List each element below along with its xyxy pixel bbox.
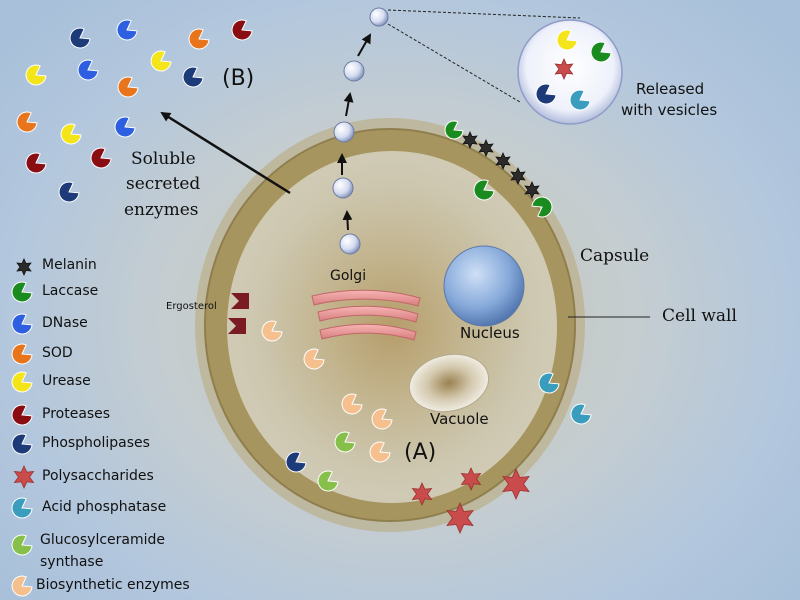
melanin-glyph [524,181,540,199]
protease-glyph [90,147,112,169]
glucosylceramide-synthase-glyph [317,470,339,492]
polysaccharide-glyph [446,502,474,534]
vesicle-chain [332,7,389,255]
cell-wall-label: Cell wall [662,306,737,326]
legend-icon-0 [16,258,32,276]
vesicle-arrow [342,210,353,231]
dnase-glyph [116,19,138,41]
released-label-line1: Released [636,80,705,98]
laccase-glyph [590,41,612,63]
legend-biosynthetic-enzymes: Biosynthetic enzymes [36,577,190,593]
sod-glyph [117,76,139,98]
phospholipase-glyph [69,27,91,49]
secretion-arrow [160,111,291,195]
vesicle-arrow [357,33,371,57]
phospholipase-glyph [535,83,557,105]
soluble-label-line3: enzymes [124,200,199,220]
vesicle [343,60,365,82]
soluble-label-line1: Soluble [131,149,196,169]
biosynthetic-enzyme-glyph [341,393,363,415]
melanin-glyph [462,131,478,149]
legend-polysaccharides: Polysaccharides [42,468,154,484]
golgi-apparatus [311,289,421,341]
legend-laccase: Laccase [42,283,99,299]
vacuole-label: Vacuole [430,410,489,428]
legend-urease: Urease [42,373,91,389]
melanin-glyph [510,167,526,185]
golgi-label: Golgi [330,268,367,284]
label-b: (B) [222,66,255,91]
glucosylceramide-synthase-glyph [334,431,356,453]
laccase-glyph [531,196,553,218]
phospholipase-glyph [58,181,80,203]
vesicle [339,233,361,255]
legend-icon-8 [11,497,33,519]
urease-glyph [25,64,47,86]
sod-glyph [188,28,210,50]
released-label-line2: with vesicles [621,101,718,119]
vesicle [369,7,389,27]
legend-icon-6 [11,433,33,455]
laccase-glyph [473,179,495,201]
legend-icon-9 [11,534,33,556]
melanin-glyph [495,152,511,170]
soluble-label-line2: secreted [126,174,201,194]
nucleus [443,245,525,327]
legend-icon-5 [11,404,33,426]
polysaccharide-glyph [554,58,574,80]
phospholipase-glyph [285,451,307,473]
ergosterol-label: Ergosterol [166,301,217,312]
legend-sod: SOD [42,345,73,361]
legend-phospholipases: Phospholipases [42,435,150,451]
legend-melanin: Melanin [42,257,97,273]
protease-glyph [25,152,47,174]
legend-proteases: Proteases [42,406,111,422]
biosynthetic-enzyme-glyph [261,320,283,342]
legend-icon-3 [11,343,33,365]
legend-icon-4 [11,371,33,393]
protease-glyph [231,19,253,41]
urease-glyph [556,29,578,51]
acid-phosphatase-glyph [538,372,560,394]
acid-phosphatase-glyph [569,89,591,111]
vesicle-arrow [343,92,354,117]
legend-dnase: DNase [42,315,88,331]
urease-glyph [150,50,172,72]
zoom-line [387,9,581,19]
legend-glucosylceramide-synthase: Glucosylceramide synthase [40,532,166,570]
biosynthetic-enzyme-glyph [369,441,391,463]
sod-glyph [16,111,38,133]
biosynthetic-enzyme-glyph [303,348,325,370]
enzyme-glyphs [16,19,612,534]
acid-phosphatase-glyph [570,403,592,425]
legend-icon-1 [11,281,33,303]
legend-acid-phosphatase: Acid phosphatase [42,499,167,515]
melanin-glyph [478,139,494,157]
laccase-glyph [444,120,464,140]
nucleus-label: Nucleus [460,324,520,342]
biosynthetic-enzyme-glyph [371,408,393,430]
legend-icon-7 [13,465,35,489]
ergosterol-glyph [228,318,246,334]
polysaccharide-glyph [460,467,482,491]
legend-icons [11,258,35,597]
ergosterol-glyph [231,293,249,309]
polysaccharide-glyph [411,482,433,506]
vesicle [333,121,355,143]
capsule-label: Capsule [580,246,650,266]
vesicle [332,177,354,199]
zoom-line [387,23,521,103]
polysaccharide-glyph [502,468,530,500]
phospholipase-glyph [182,66,204,88]
vacuole [408,353,490,413]
dnase-glyph [114,116,136,138]
vesicle-arrows [337,33,371,231]
legend-icon-10 [11,575,33,597]
legend-icon-2 [11,313,33,335]
urease-glyph [60,123,82,145]
dnase-glyph [77,59,99,81]
label-a: (A) [404,440,437,465]
